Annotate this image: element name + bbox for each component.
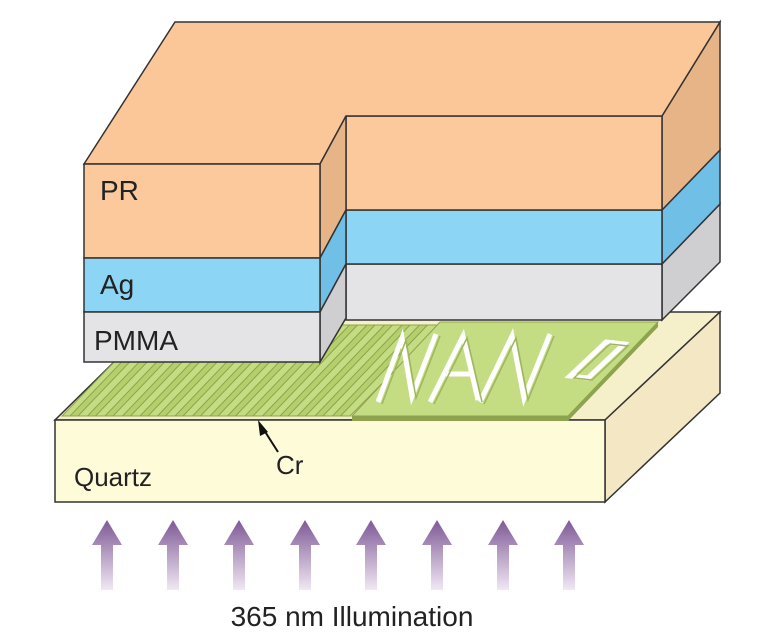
nano-letter-n2 bbox=[477, 328, 553, 407]
nano-letter-o bbox=[564, 339, 630, 381]
grating-line bbox=[313, 324, 412, 417]
rear-stack bbox=[345, 19, 721, 322]
ag-layer-front bbox=[83, 257, 321, 313]
ag-label: Ag bbox=[100, 269, 134, 300]
pr-layer-front bbox=[83, 163, 321, 259]
rear-pr-front bbox=[345, 115, 663, 211]
nano-letter-a bbox=[427, 328, 481, 404]
pmma-layer-front bbox=[83, 311, 321, 363]
pr-label: PR bbox=[100, 175, 139, 206]
rear-pmma-front bbox=[345, 263, 663, 321]
quartz-front-face bbox=[54, 419, 606, 503]
nano-pattern-shadow bbox=[381, 335, 630, 405]
illumination-arrow bbox=[290, 520, 320, 590]
cr-nano-plate bbox=[350, 321, 660, 421]
cr-plate-front bbox=[352, 416, 568, 421]
cr-label: Cr bbox=[276, 450, 304, 480]
pmma-label: PMMA bbox=[94, 325, 178, 356]
grating-line bbox=[296, 324, 394, 417]
illumination-arrows bbox=[92, 520, 584, 590]
cr-plate-side bbox=[568, 322, 658, 421]
quartz-label: Quartz bbox=[74, 462, 152, 492]
illumination-arrow bbox=[488, 520, 518, 590]
cr-grating bbox=[60, 324, 442, 417]
rear-ag-front bbox=[345, 209, 663, 265]
nano-pattern bbox=[375, 328, 630, 407]
front-stack bbox=[83, 115, 347, 365]
cr-pointer-arrowhead bbox=[258, 420, 268, 436]
illumination-arrow bbox=[92, 520, 122, 590]
nano-letter-n1 bbox=[375, 328, 439, 406]
illumination-arrow bbox=[554, 520, 584, 590]
illumination-arrow bbox=[356, 520, 386, 590]
cr-pointer: Cr bbox=[258, 420, 304, 480]
illumination-label: 365 nm Illumination bbox=[231, 601, 474, 632]
cr-pointer-line bbox=[263, 429, 279, 453]
illumination-arrow bbox=[158, 520, 188, 590]
grating-line bbox=[278, 324, 377, 417]
illumination-arrow bbox=[422, 520, 452, 590]
illumination-arrow bbox=[224, 520, 254, 590]
